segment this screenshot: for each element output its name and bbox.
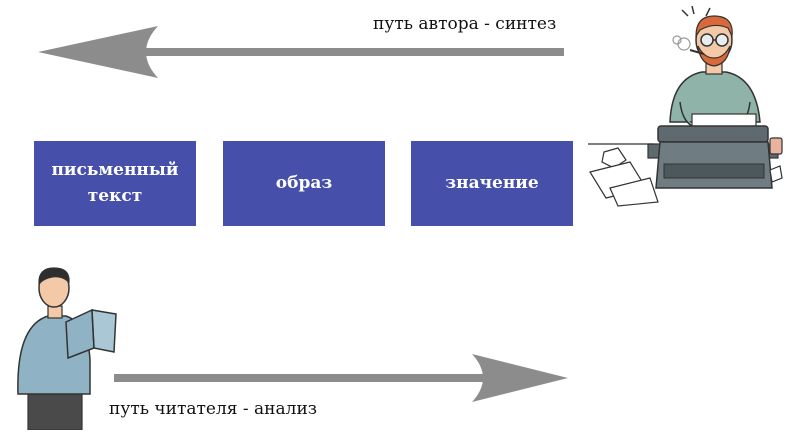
reader-path-label: путь читателя - анализ bbox=[109, 399, 317, 419]
author-path-arrow bbox=[36, 24, 568, 80]
stage-box-written-text: письменный текст bbox=[34, 141, 196, 226]
stage-box-image: образ bbox=[223, 141, 385, 226]
reader-with-book-icon bbox=[8, 264, 120, 430]
stage-box-meaning: значение bbox=[411, 141, 573, 226]
writer-at-typewriter-icon bbox=[584, 2, 784, 208]
reader-path-arrow bbox=[110, 352, 572, 404]
